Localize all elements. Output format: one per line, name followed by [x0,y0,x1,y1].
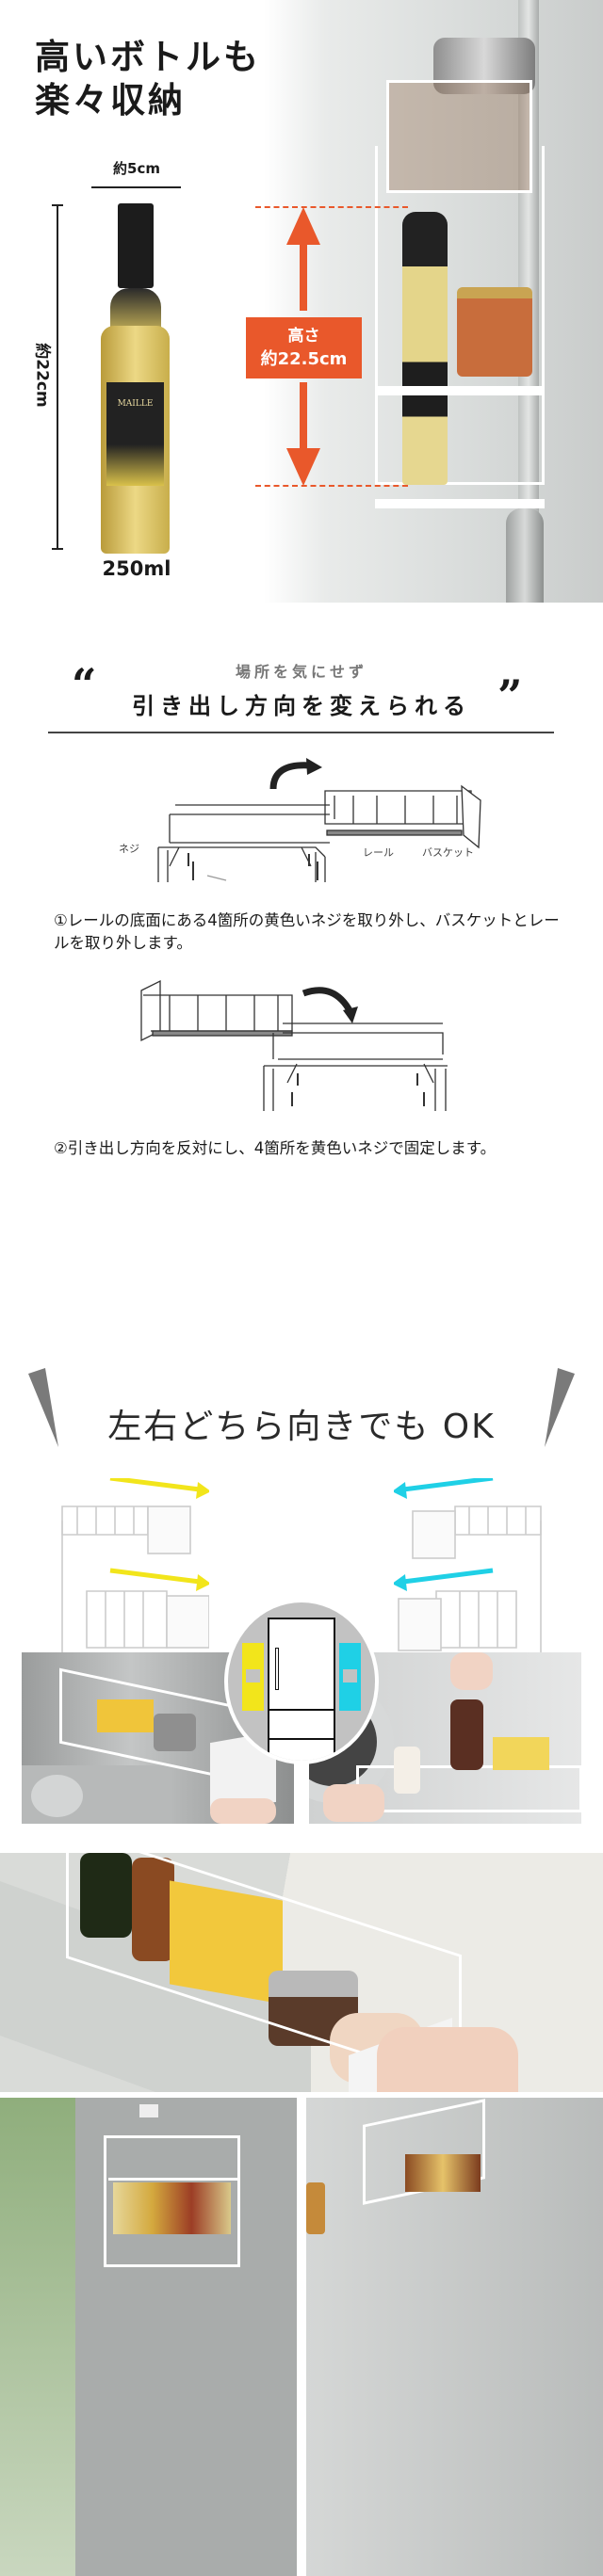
width-dimension-line [91,186,181,188]
rack-left-pull-illustration [394,1478,542,1690]
shelf-height-label: 高さ [287,327,320,346]
slash-right-decoration [545,1368,575,1447]
yellow-side-marker [242,1643,264,1711]
label-screw: ネジ [119,843,139,855]
diagram-reverse-basket [140,979,448,1111]
slash-left-decoration [28,1368,58,1447]
dashed-line-bottom [255,485,408,487]
bottle-height-label: 約22cm [32,343,52,408]
blue-side-marker [339,1643,361,1711]
photo-pull-out-drawer-closeup [0,1853,603,2092]
title-line-2: 楽々収納 [35,80,186,121]
section-headline: 引き出し方向を変えられる [132,693,471,719]
height-dimension-line [57,204,58,550]
dashed-line-top [255,206,408,208]
height-tick-bottom [52,548,63,550]
label-basket: バスケット [422,846,474,859]
photo-rack-on-fridge-front [0,2098,297,2576]
section-subtitle: 場所を気にせず [235,663,367,681]
fridge-icon [268,1618,335,1761]
title-line-1: 高いボトルも [35,37,261,77]
bottle-width-label: 約5cm [113,160,160,177]
shelf-height-value: 約22.5cm [260,349,348,369]
double-arrow-icon [286,207,320,486]
bottle-brand: MAILLE [106,382,164,486]
label-rail: レール [363,846,394,859]
step-1-text: ①レールの底面にある4箇所の黄色いネジを取り外し、バスケットとレールを取り外しま… [54,911,560,952]
shelf-height-badge: 高さ 約22.5cm [246,317,362,378]
diagram-remove-basket [157,758,481,882]
product-photo-fridge-side [264,0,603,603]
rack-right-pull-illustration [61,1478,209,1690]
section-title: 高いボトルも 楽々収納 [35,36,261,122]
close-quote: ” [497,670,523,721]
divider [48,732,554,733]
open-quote: “ [72,659,97,710]
fridge-badge [224,1599,379,1764]
photo-rack-on-fridge-side [306,2098,603,2576]
step-2-text: ②引き出し方向を反対にし、4箇所を黄色いネジで固定します。 [54,1139,497,1157]
bottle-volume: 250ml [102,557,171,580]
ok-title: 左右どちら向きでも OK [107,1408,496,1446]
height-tick-top [52,204,63,206]
vinegar-bottle-image: MAILLE [101,203,170,554]
